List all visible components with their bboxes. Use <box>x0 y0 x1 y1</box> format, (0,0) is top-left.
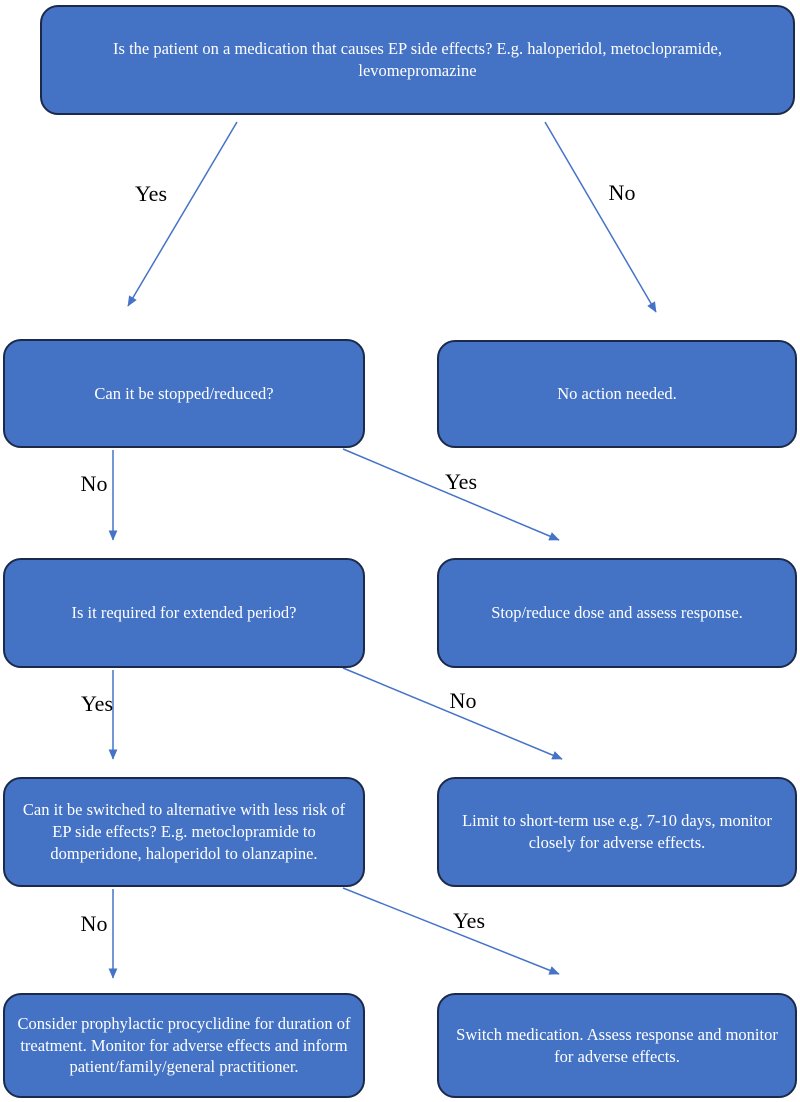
edge-label-start-no: No <box>608 180 636 205</box>
node-extended-period-question-text: Is it required for extended period? <box>71 603 297 623</box>
node-stop-reduce-result: Stop/reduce dose and assess response. <box>437 558 797 668</box>
node-no-action-result: No action needed. <box>437 340 797 448</box>
node-switch-medication-result: Switch medication. Assess response and m… <box>437 993 797 1098</box>
edge-arrow-start-no <box>544 121 657 313</box>
node-short-term-result: Limit to short-term use e.g. 7-10 days, … <box>437 777 797 887</box>
edge-label-canstop-no: No <box>80 471 108 496</box>
edge-arrow-extended-no <box>342 667 563 760</box>
node-switch-alternative-question: Can it be switched to alternative with l… <box>3 777 365 887</box>
edge-arrow-switch-yes <box>342 887 560 975</box>
edge-label-switch-yes: Yes <box>452 908 486 933</box>
node-can-stop-question: Can it be stopped/reduced? <box>3 339 365 448</box>
node-start-question-text: Is the patient on a medication that caus… <box>113 39 722 80</box>
node-procyclidine-result-text: Consider prophylactic procyclidine for d… <box>17 1013 351 1077</box>
edge-label-extended-yes: Yes <box>80 691 114 716</box>
node-extended-period-question: Is it required for extended period? <box>3 558 365 668</box>
node-can-stop-question-text: Can it be stopped/reduced? <box>94 383 274 403</box>
node-start-question: Is the patient on a medication that caus… <box>40 5 795 115</box>
edge-label-canstop-yes: Yes <box>444 469 478 494</box>
node-short-term-result-text: Limit to short-term use e.g. 7-10 days, … <box>462 811 772 852</box>
edge-arrow-start-yes <box>127 121 238 307</box>
edge-arrow-canstop-yes <box>342 448 560 541</box>
node-switch-medication-result-text: Switch medication. Assess response and m… <box>456 1024 778 1066</box>
node-no-action-result-text: No action needed. <box>557 384 677 404</box>
edge-label-start-yes: Yes <box>134 181 168 206</box>
node-stop-reduce-result-text: Stop/reduce dose and assess response. <box>491 603 743 623</box>
edge-label-switch-no: No <box>80 911 108 936</box>
node-procyclidine-result: Consider prophylactic procyclidine for d… <box>3 993 365 1098</box>
node-switch-alternative-question-text: Can it be switched to alternative with l… <box>22 800 346 863</box>
edge-label-extended-no: No <box>449 688 477 713</box>
